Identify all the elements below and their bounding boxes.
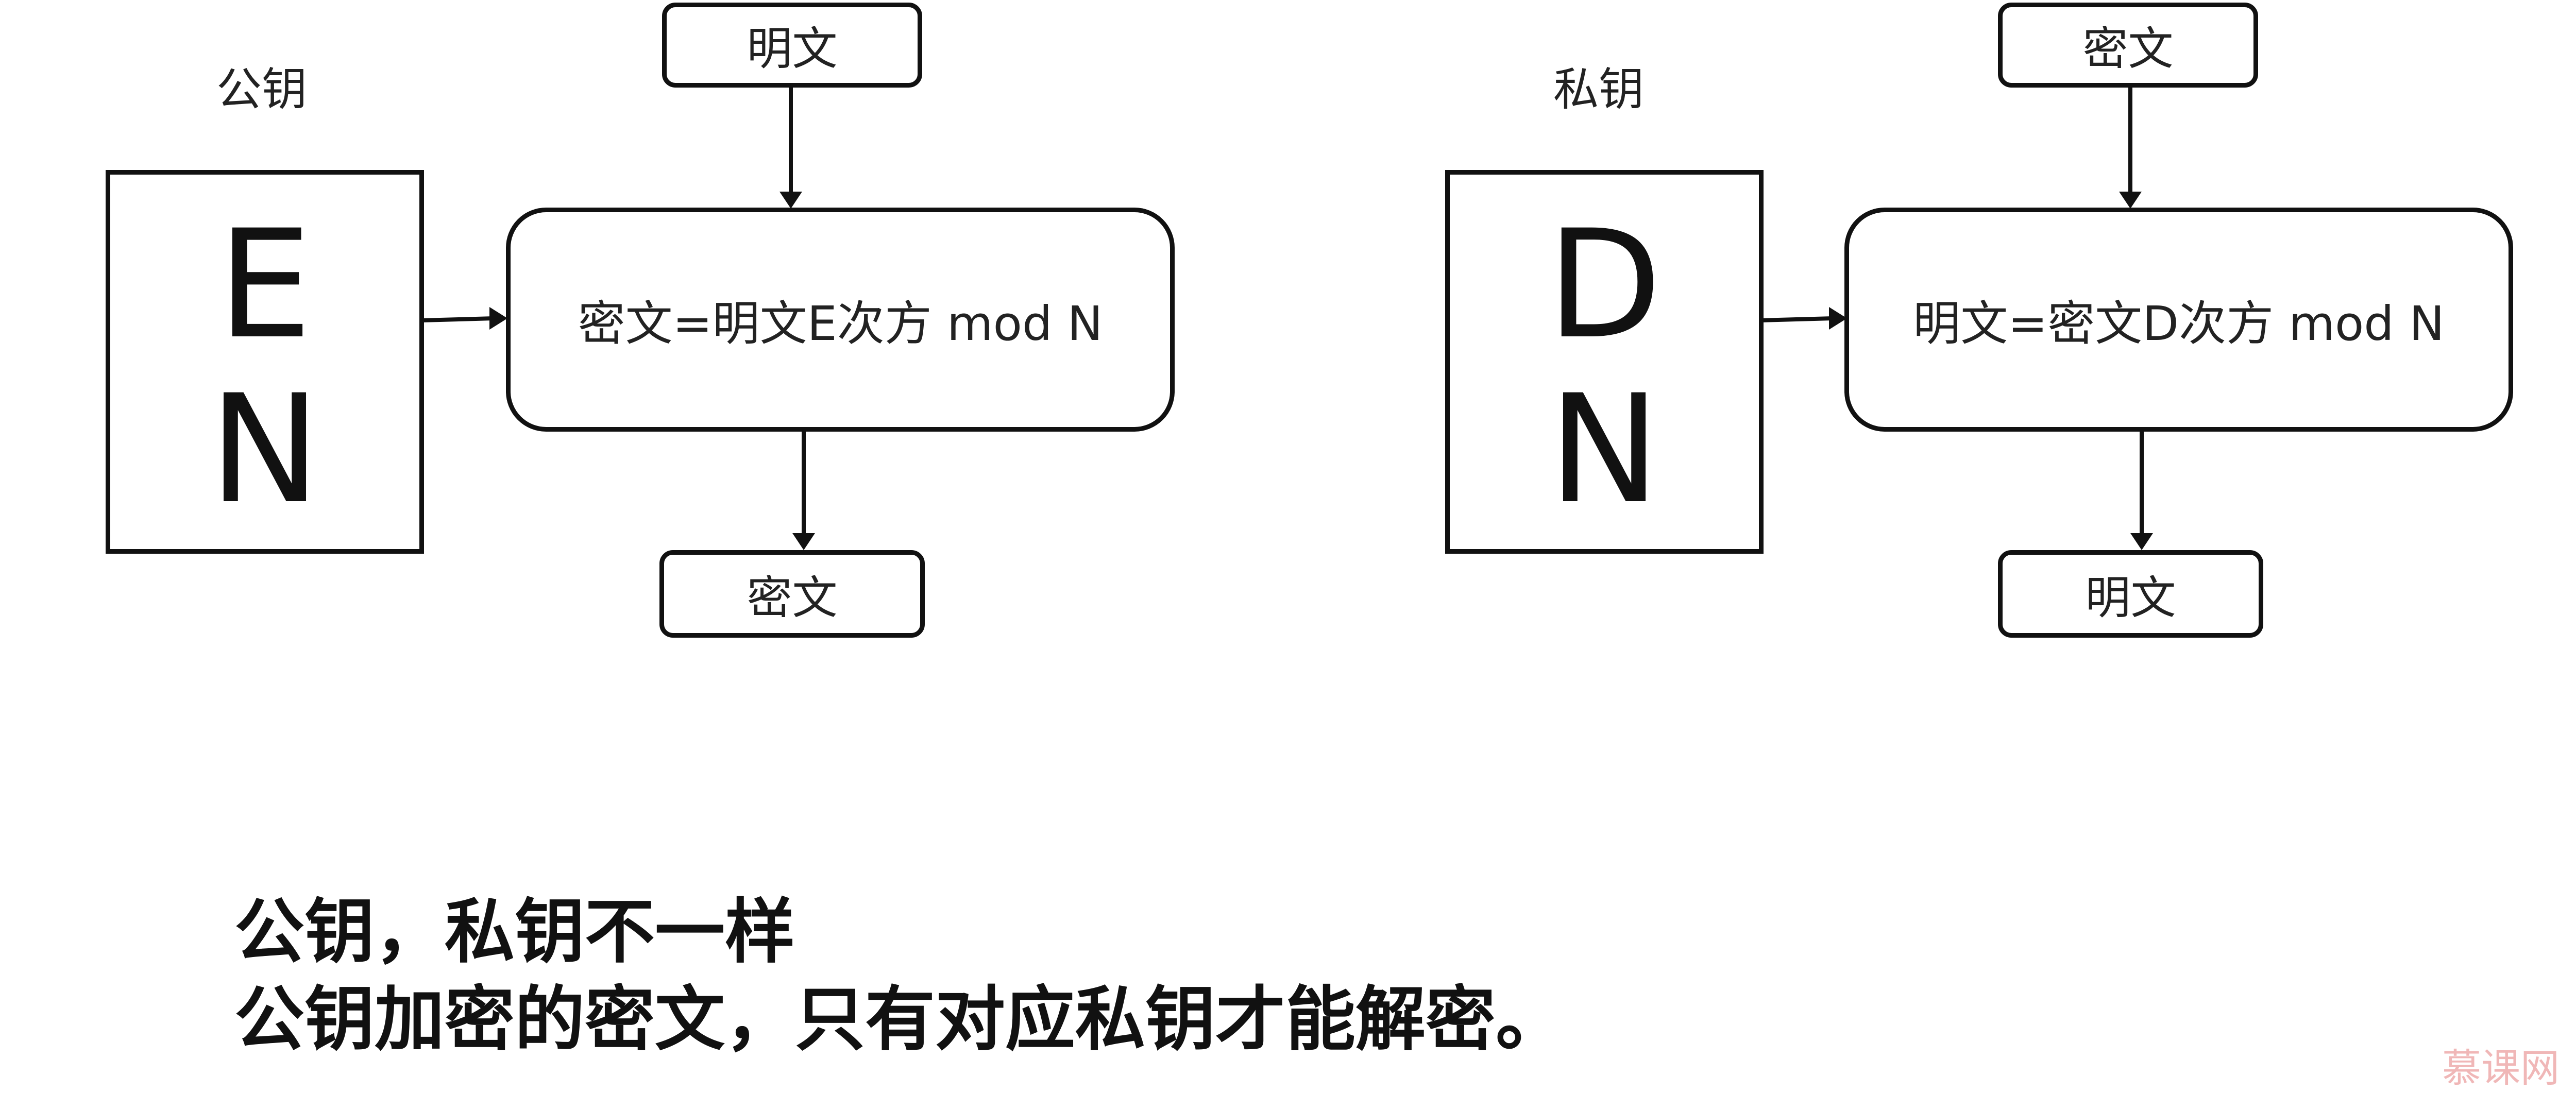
arrow-public-key — [421, 316, 494, 322]
private-key-exponent: D — [1547, 198, 1662, 372]
private-key-modulus: N — [1548, 363, 1660, 537]
private-input-box: 密文 — [1998, 3, 2258, 88]
public-formula-text: 密文=明文E次方 mod N — [578, 296, 1103, 351]
public-formula-box: 密文=明文E次方 mod N — [506, 208, 1175, 432]
private-output-box: 明文 — [1998, 550, 2263, 638]
public-key-label: 公钥 — [216, 63, 308, 116]
private-formula-box: 明文=密文D次方 mod N — [1844, 208, 2513, 432]
public-output-box: 密文 — [659, 550, 925, 638]
private-formula-text: 明文=密文D次方 mod N — [1913, 296, 2445, 351]
arrow-private-key — [1760, 316, 1834, 322]
public-input-box: 明文 — [662, 3, 922, 88]
public-key-exponent: E — [217, 198, 312, 372]
public-output-text: 密文 — [747, 571, 838, 624]
private-key-box: D N — [1445, 170, 1764, 554]
private-key-label: 私钥 — [1553, 63, 1645, 116]
public-key-modulus: N — [209, 363, 321, 537]
private-input-text: 密文 — [2082, 22, 2174, 75]
private-output-text: 明文 — [2085, 571, 2176, 624]
caption: 公钥，私钥不一样 公钥加密的密文，只有对应私钥才能解密。 — [234, 889, 1566, 1064]
caption-line-1: 公钥，私钥不一样 — [234, 892, 795, 973]
public-key-box: E N — [106, 170, 424, 554]
caption-line-2: 公钥加密的密文，只有对应私钥才能解密。 — [234, 979, 1566, 1061]
public-input-text: 明文 — [747, 22, 838, 75]
watermark-logo: 慕课网 — [2442, 1045, 2560, 1091]
